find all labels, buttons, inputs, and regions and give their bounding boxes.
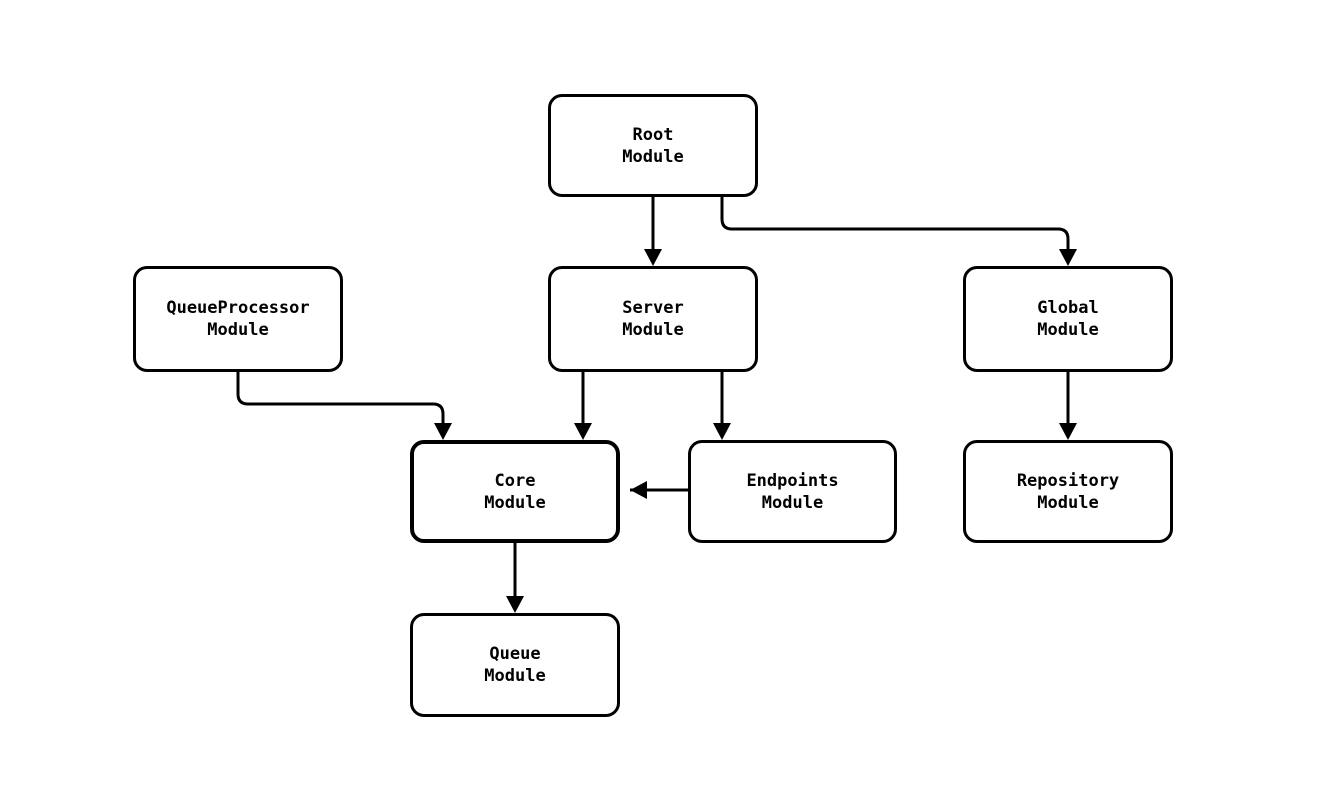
arrowhead-queueprocessor-to-core xyxy=(434,423,452,440)
arrowhead-global-to-repository xyxy=(1059,423,1077,440)
node-label-queueprocessor: QueueProcessor Module xyxy=(166,298,310,340)
node-queueprocessor[interactable]: QueueProcessor Module xyxy=(133,266,343,372)
arrowhead-core-to-queue xyxy=(506,596,524,613)
node-core[interactable]: Core Module xyxy=(410,440,620,543)
arrowhead-endpoints-to-core xyxy=(630,481,647,499)
node-label-queue: Queue Module xyxy=(484,644,546,686)
node-global[interactable]: Global Module xyxy=(963,266,1173,372)
node-label-global: Global Module xyxy=(1037,298,1099,340)
edge-paths xyxy=(236,197,1077,613)
node-repository[interactable]: Repository Module xyxy=(963,440,1173,543)
node-label-core: Core Module xyxy=(484,470,546,513)
arrowhead-server-to-endpoints xyxy=(713,423,731,440)
node-root[interactable]: Root Module xyxy=(548,94,758,197)
edge-queueprocessor-to-core xyxy=(236,372,445,430)
node-label-server: Server Module xyxy=(622,298,684,340)
node-queue[interactable]: Queue Module xyxy=(410,613,620,717)
node-label-endpoints: Endpoints Module xyxy=(746,470,839,513)
node-label-repository: Repository Module xyxy=(1016,470,1120,513)
edge-root-to-global xyxy=(720,197,1070,256)
arrowhead-root-to-global xyxy=(1059,249,1077,266)
arrowhead-root-to-server xyxy=(644,249,662,266)
node-label-root: Root Module xyxy=(622,124,684,167)
node-server[interactable]: Server Module xyxy=(548,266,758,372)
arrowhead-server-to-core xyxy=(574,423,592,440)
node-endpoints[interactable]: Endpoints Module xyxy=(688,440,897,543)
